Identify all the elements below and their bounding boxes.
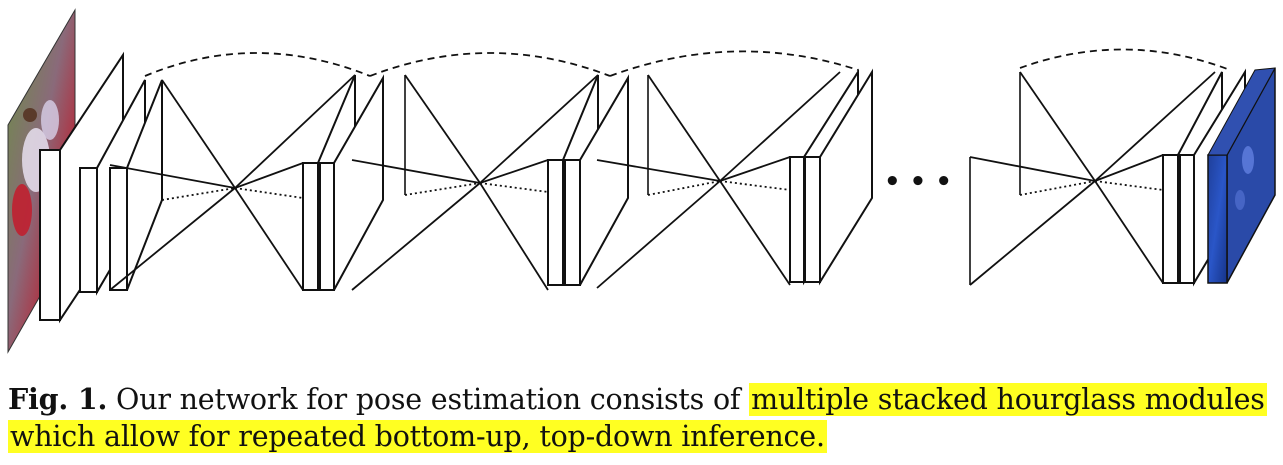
hourglass-module-2 (351, 74, 599, 291)
hourglass-module-1 (109, 74, 356, 291)
figure-caption: Fig. 1. Our network for pose estimation … (8, 380, 1280, 456)
network-diagram: • • • (7, 8, 1276, 354)
hourglass-module-3 (596, 71, 841, 289)
skip-connection-arcs (144, 48, 1231, 77)
caption-line-1: Fig. 1. Our network for pose estimation … (8, 380, 1280, 418)
stem-layers (39, 51, 163, 324)
figure-label: Fig. 1. (8, 382, 108, 416)
caption-highlight-2: which allow for repeated bottom-up, top-… (8, 420, 827, 453)
hourglass-3-output-layers (789, 68, 873, 286)
ellipsis: • • • (884, 167, 952, 197)
caption-highlight-1: multiple stacked hourglass modules (749, 383, 1267, 416)
hourglass-2-output-layers (547, 74, 629, 286)
output-heatmap (1207, 67, 1276, 284)
caption-text-plain: Our network for pose estimation consists… (107, 383, 750, 416)
hourglass-1-output-layers (302, 74, 384, 291)
hourglass-module-last (969, 71, 1216, 286)
caption-line-2: which allow for repeated bottom-up, top-… (8, 418, 1280, 456)
